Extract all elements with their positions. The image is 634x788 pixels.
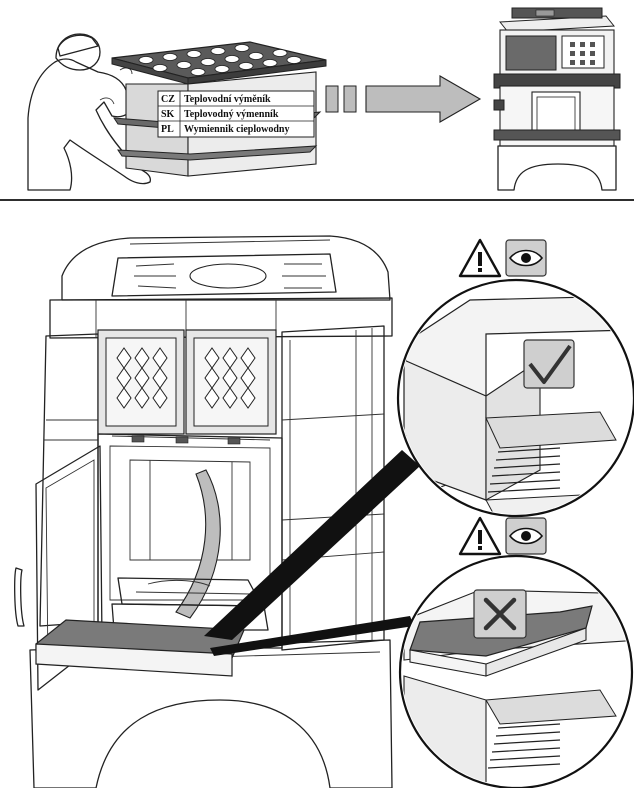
callout-incorrect — [398, 554, 634, 788]
warning-icon — [458, 238, 502, 278]
bottom-panel — [14, 235, 634, 788]
language-label-table: CZ Teplovodní výměník SK Teplovodný výme… — [157, 90, 315, 138]
label-text-sk: Teplovodný výmenník — [184, 109, 279, 120]
callout-correct — [396, 278, 634, 518]
label-code-sk: SK — [161, 109, 175, 120]
warning-icon — [458, 516, 502, 556]
direction-arrow — [325, 75, 482, 123]
label-code-cz: CZ — [161, 94, 175, 105]
top-panel: CZ Teplovodní výměník SK Teplovodný výme… — [27, 7, 621, 191]
label-text-pl: Wymiennik cieplowodny — [184, 124, 289, 135]
checkmark-icon — [528, 344, 572, 384]
eye-icon — [505, 517, 547, 555]
leader-lower — [210, 616, 414, 656]
stove-small — [493, 7, 621, 191]
checkmark-box — [523, 339, 575, 389]
label-text-cz: Teplovodní výměník — [184, 94, 271, 105]
stove-large — [14, 235, 393, 788]
label-code-pl: PL — [161, 124, 174, 135]
leader-upper — [204, 450, 420, 640]
cross-icon — [483, 597, 517, 631]
eye-icon — [505, 239, 547, 277]
